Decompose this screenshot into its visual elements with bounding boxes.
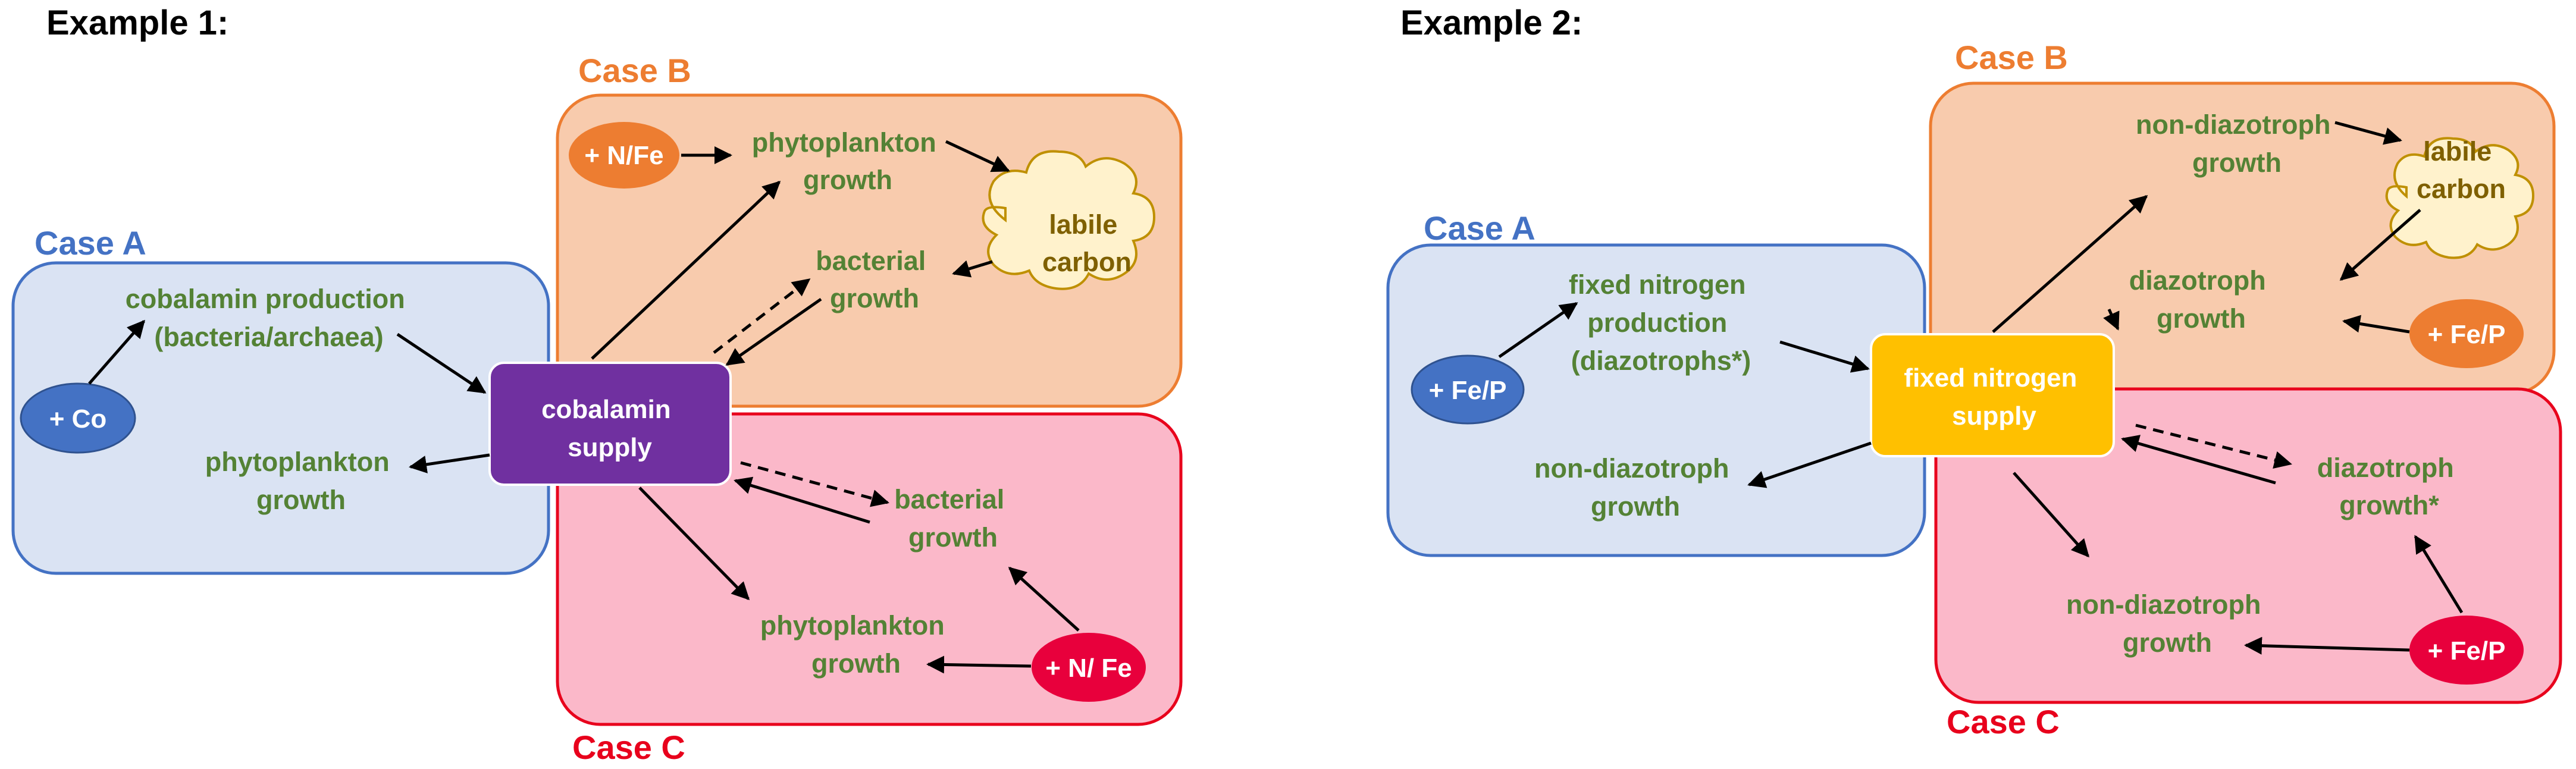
arrow-fep-orange-to-diazotroph	[2342, 315, 2410, 334]
arrow-carbon-to-diazotroph	[2339, 209, 2421, 281]
cobalamin-production-label: cobalamin production (bacteria/archaea)	[126, 284, 413, 352]
arrow-fep-to-fixed-production	[1498, 302, 1578, 359]
labile-carbon-cloud	[982, 150, 1156, 290]
arrow-co-to-production	[88, 319, 145, 385]
fixed-nitrogen-supply-label: fixed nitrogen supply	[1904, 363, 2084, 431]
example-2: Example 2: Case A Case B Case C fixed ni…	[1386, 4, 2562, 740]
plus-fe-p-blue-oval	[1411, 354, 1525, 425]
labile-carbon-label: labile carbon	[1042, 209, 1132, 277]
case-b-label: Case B	[578, 52, 691, 89]
example-1-arrows	[88, 140, 1080, 674]
arrow-supply-to-nondiaz-a	[1747, 441, 1872, 488]
arrow-production-to-supply	[396, 332, 487, 394]
example-1: Example 1: Case A Case B Case C cobalami…	[11, 4, 1183, 766]
case-a-label: Case A	[35, 224, 146, 262]
plus-co-label: + Co	[49, 404, 107, 434]
fixed-nitrogen-production-label: fixed nitrogen production (diazotrophs*)	[1569, 269, 1753, 376]
plus-fe-p-orange-oval	[2409, 299, 2524, 368]
cobalamin-supply-node	[488, 362, 732, 486]
case-c-nondiazotroph-label: non-diazotroph growth	[2066, 589, 2268, 658]
arrow-nondiaz-to-carbon	[2334, 121, 2402, 145]
case-b-nondiazotroph-label: non-diazotroph growth	[2136, 109, 2338, 178]
arrow-supply-to-bacterial-b-dashed	[713, 278, 811, 354]
example-2-heading: Example 2:	[1400, 4, 1582, 42]
case-c-label-2: Case C	[1947, 703, 2060, 740]
case-c-bacterial-label: bacterial growth	[894, 484, 1012, 553]
arrow-supply-to-phyto-a	[409, 453, 490, 473]
arrow-phyto-to-carbon	[945, 140, 1010, 172]
example-1-heading: Example 1:	[46, 4, 228, 42]
arrow-bacterial-b-to-supply	[725, 297, 822, 366]
arrow-nfe-to-phyto-c	[926, 655, 1032, 674]
plus-n-fe-oval	[569, 122, 679, 189]
plus-fe-p-orange-label: + Fe/P	[2428, 320, 2506, 349]
plus-n-fe-red-oval	[1032, 633, 1146, 702]
case-c-label: Case C	[572, 729, 685, 766]
arrow-diazotroph-b-to-supply	[2103, 308, 2120, 331]
case-b-bacterial-label: bacterial growth	[816, 246, 933, 313]
arrow-carbon-to-bacterial	[952, 260, 993, 278]
case-c-box	[556, 412, 1183, 726]
plus-n-fe-red-label: + N/ Fe	[1045, 654, 1132, 683]
plus-co-oval	[20, 382, 136, 454]
arrow-supply-to-nondiaz-c	[2013, 472, 2089, 558]
arrow-diazotroph-c-to-supply	[2121, 435, 2276, 485]
arrow-supply-to-phyto-b	[591, 180, 781, 360]
plus-fe-p-red-oval	[2409, 616, 2524, 685]
case-c-phytoplankton-label: phytoplankton growth	[760, 610, 952, 679]
case-b-phytoplankton-label: phytoplankton growth	[752, 127, 944, 195]
arrow-fixed-production-to-supply	[1779, 340, 1870, 373]
plus-fe-p-blue-label: + Fe/P	[1429, 376, 1507, 405]
case-c-diazotroph-label: diazotroph growth*	[2317, 453, 2461, 520]
labile-carbon-cloud-2	[2385, 137, 2535, 259]
case-a-phytoplankton-label: phytoplankton growth	[205, 447, 397, 515]
case-c-box-2	[1934, 387, 2562, 704]
cobalamin-supply-label: cobalamin supply	[541, 395, 678, 462]
arrow-bacterial-c-to-supply	[734, 476, 870, 524]
arrow-nfe-to-bacterial-c	[1008, 566, 1080, 632]
case-a-nondiazotroph-label: non-diazotroph growth	[1534, 453, 1737, 522]
labile-carbon-label-2: labile carbon	[2417, 136, 2506, 204]
arrow-fep-red-to-nondiaz-c	[2244, 636, 2410, 655]
plus-n-fe-label: + N/Fe	[584, 141, 663, 170]
arrow-supply-to-phyto-c	[638, 486, 750, 601]
case-b-diazotroph-label: diazotroph growth	[2129, 265, 2273, 334]
arrow-fep-red-to-diazotroph	[2414, 535, 2464, 614]
example-2-arrows	[1498, 121, 2464, 655]
case-b-label-2: Case B	[1955, 39, 2068, 76]
fixed-nitrogen-supply-node	[1870, 333, 2115, 457]
arrow-supply-to-nondiaz-b	[1992, 195, 2148, 333]
arrow-supply-to-bacterial-c-dashed	[740, 461, 889, 507]
case-a-label-2: Case A	[1424, 209, 1535, 247]
arrow-supply-to-diazotroph-c-dashed	[2135, 423, 2292, 469]
plus-fe-p-red-label: + Fe/P	[2428, 636, 2506, 666]
